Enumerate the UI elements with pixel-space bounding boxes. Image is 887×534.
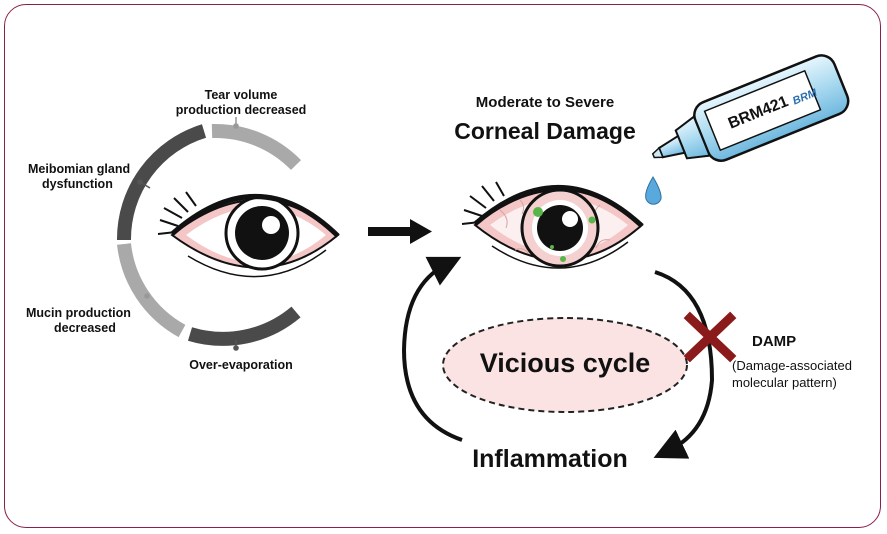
damage-title: Corneal Damage <box>420 117 670 145</box>
damage-subtitle: Moderate to Severe <box>440 95 650 110</box>
cycle-center-label: Vicious cycle <box>445 346 685 380</box>
progression-arrow <box>368 219 432 244</box>
factor-over-evaporation: Over-evaporation <box>166 358 316 373</box>
ring-segment-tear <box>212 131 296 165</box>
mucin-marker <box>144 293 150 299</box>
tear-marker <box>233 123 239 129</box>
damp-description: (Damage-associated molecular pattern) <box>732 357 872 391</box>
drop-icon <box>646 177 661 204</box>
factor-tear-volume: Tear volume production decreased <box>166 88 316 118</box>
damp-title: DAMP <box>752 334 832 349</box>
healthy-eye <box>158 192 338 277</box>
factor-meibomian: Meibomian gland dysfunction <box>28 162 148 192</box>
lesion-dot <box>533 207 543 217</box>
ring-segment-evaporation <box>190 312 296 339</box>
cycle-bottom-label: Inflammation <box>460 444 640 474</box>
evaporation-marker <box>233 345 239 351</box>
damaged-eye <box>462 182 642 268</box>
factor-mucin: Mucin production decreased <box>26 306 156 336</box>
